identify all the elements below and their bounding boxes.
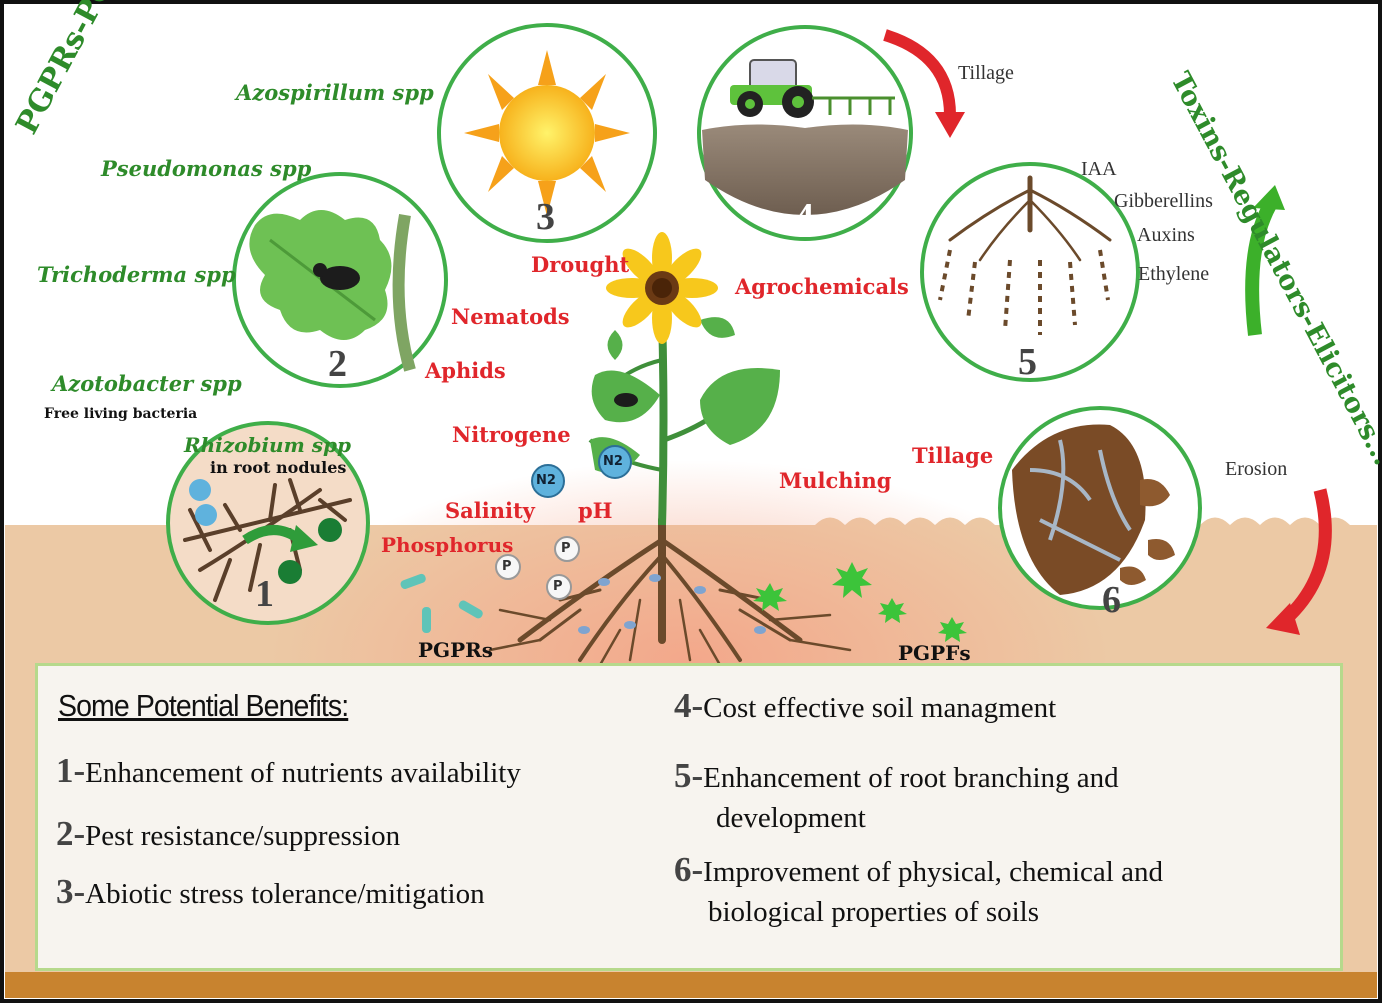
label-root-nodules: in root nodules: [210, 458, 347, 477]
benefit-item-5: 5-Enhancement of root branching and deve…: [674, 756, 1119, 834]
circle-number-5: 5: [1018, 341, 1037, 383]
main-roots: [488, 516, 852, 667]
label-nitrogene: Nitrogene: [452, 422, 571, 447]
benefits-title: Some Potential Benefits:: [58, 688, 349, 723]
label-trichoderma: Trichoderma spp: [37, 262, 236, 287]
sunflower-plant: [588, 232, 780, 526]
circle-3-sun: [437, 23, 657, 243]
circle-number-1: 1: [255, 573, 274, 615]
label-tillage: Tillage: [958, 62, 1014, 84]
circle-number-2: 2: [328, 343, 347, 385]
label-mulching: Mulching: [779, 468, 892, 493]
soil-bottom-band: [5, 972, 1377, 998]
benefit-item-4: 4-Cost effective soil managment: [674, 686, 1057, 725]
tillage-arrow: [883, 29, 965, 138]
label-pseudomonas: Pseudomonas spp: [101, 156, 312, 181]
label-phosphorus: Phosphorus: [381, 533, 514, 557]
label-gibberellins: Gibberellins: [1114, 190, 1213, 212]
label-ethylene: Ethylene: [1138, 263, 1210, 285]
circle-4-tractor: [697, 25, 913, 241]
benefit-item-2: 2-Pest resistance/suppression: [56, 814, 401, 853]
label-erosion: Erosion: [1225, 458, 1288, 480]
label-aphids: Aphids: [425, 358, 506, 383]
benefit-item-3: 3-Abiotic stress tolerance/mitigation: [56, 872, 485, 911]
label-rhizobium: Rhizobium spp: [184, 433, 351, 457]
label-iaa: IAA: [1081, 158, 1117, 180]
regulators-arrow: [1245, 185, 1285, 336]
circle-2-leaf-pest: [232, 172, 448, 388]
root-nodules: [578, 574, 766, 634]
n2-text-2: N2: [603, 454, 623, 469]
erosion-arrow: [1266, 488, 1332, 635]
benefits-panel: Some Potential Benefits: 1-Enhancement o…: [35, 663, 1343, 971]
label-nematods: Nematods: [451, 304, 570, 329]
pgpr-bacteria: [400, 573, 483, 633]
label-pgprs: PGPRs: [418, 638, 494, 662]
n2-molecules: [531, 445, 632, 498]
benefit-item-1: 1-Enhancement of nutrients availability: [56, 751, 521, 790]
circle-1-root-nodules: [166, 421, 370, 625]
label-drought: Drought: [531, 252, 630, 277]
circle-number-4: 4: [795, 196, 814, 238]
label-auxins: Auxins: [1137, 224, 1195, 246]
p-text-2: P: [502, 559, 512, 574]
pgpf-fungi: [753, 562, 967, 642]
label-azospirillum: Azospirillum spp: [236, 80, 434, 105]
label-ph: pH: [578, 498, 613, 523]
n2-text-1: N2: [536, 473, 556, 488]
label-pgpfs: PGPFs: [898, 641, 971, 665]
circle-number-3: 3: [536, 196, 555, 238]
circle-6-erosion: [998, 406, 1202, 610]
label-salinity: Salinity: [445, 498, 535, 523]
label-free-living: Free living bacteria: [44, 406, 198, 422]
p-text-3: P: [553, 579, 563, 594]
label-azotobacter: Azotobacter spp: [52, 371, 242, 396]
benefit-item-6: 6-Improvement of physical, chemical and …: [674, 850, 1163, 928]
p-molecules: [495, 536, 580, 600]
circle-number-6: 6: [1102, 579, 1121, 621]
label-agrochemicals: Agrochemicals: [735, 274, 909, 299]
p-text-1: P: [561, 541, 571, 556]
circle-5-roots: [920, 162, 1140, 382]
label-tillage-red: Tillage: [912, 443, 994, 468]
